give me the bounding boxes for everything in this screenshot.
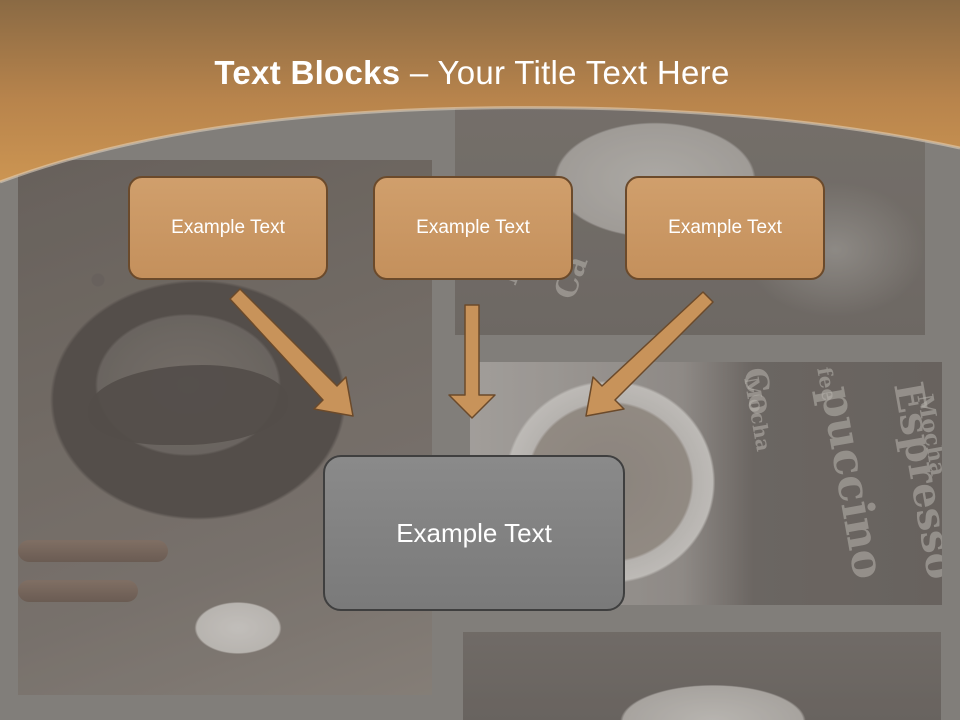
coffee-beans-photo [463,632,941,720]
main-text-block-label: Example Text [396,517,552,548]
text-block-3[interactable]: Example Text [625,176,825,280]
text-block-1[interactable]: Example Text [128,176,328,280]
main-text-block[interactable]: Example Text [323,455,625,611]
slide-title[interactable]: Text Blocks – Your Title Text Here [0,54,944,92]
text-block-2[interactable]: Example Text [373,176,573,280]
header-band [0,0,960,184]
arrow-right-down-left [585,291,714,417]
arrow-left-down-right [229,288,354,417]
slide-title-separator: – [400,54,438,91]
slide-title-rest: Your Title Text Here [437,54,730,91]
arrow-down [448,304,496,419]
text-block-3-label: Example Text [668,217,782,238]
coffee-foam-detail [88,365,288,445]
text-block-2-label: Example Text [416,217,530,238]
text-block-1-label: Example Text [171,217,285,238]
slide-title-bold: Text Blocks [214,54,401,91]
cinnamon-stick [18,580,138,602]
cinnamon-stick [18,540,168,562]
